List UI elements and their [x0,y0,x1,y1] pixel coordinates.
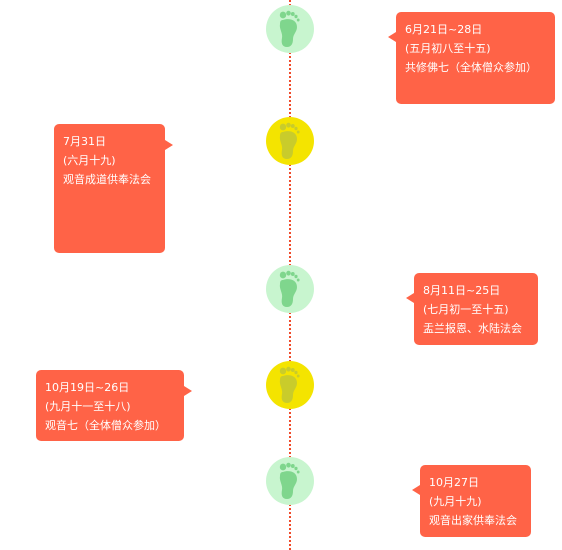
footprint-icon [279,366,300,403]
event-date: 10月19日~26日 [45,381,130,394]
event-date: 6月21日~28日 [405,23,483,36]
footprint-icon [279,10,300,47]
event-title: 观音七（全体僧众参加） [45,419,166,432]
event-date: 10月27日 [429,476,479,489]
footprint-icon [279,122,300,159]
event-lunar-date: (九月十九) [429,495,482,508]
footprint-icon [279,462,300,499]
event-card-3: 10月19日~26日 (九月十一至十八) 观音七（全体僧众参加） [36,370,192,441]
timeline-node-4 [266,457,314,505]
timeline-node-2 [266,265,314,313]
event-date: 8月11日~25日 [423,284,501,297]
event-date: 7月31日 [63,135,106,148]
event-lunar-date: (五月初八至十五) [405,42,491,55]
timeline-node-1 [266,117,314,165]
timeline-node-3 [266,361,314,409]
event-card-1: 7月31日 (六月十九) 观音成道供奉法会 [54,124,173,253]
event-lunar-date: (七月初一至十五) [423,303,509,316]
event-title: 观音出家供奉法会 [429,514,517,527]
footprint-icon [279,270,300,307]
event-card-2: 8月11日~25日 (七月初一至十五) 盂兰报恩、水陆法会 [406,273,538,345]
event-card-4: 10月27日 (九月十九) 观音出家供奉法会 [412,465,531,537]
event-lunar-date: (六月十九) [63,154,116,167]
timeline-node-0 [266,5,314,53]
event-title: 共修佛七（全体僧众参加） [405,61,537,74]
event-title: 盂兰报恩、水陆法会 [423,322,522,335]
event-title: 观音成道供奉法会 [63,173,151,186]
event-card-0: 6月21日~28日 (五月初八至十五) 共修佛七（全体僧众参加） [388,12,555,104]
event-lunar-date: (九月十一至十八) [45,400,131,413]
